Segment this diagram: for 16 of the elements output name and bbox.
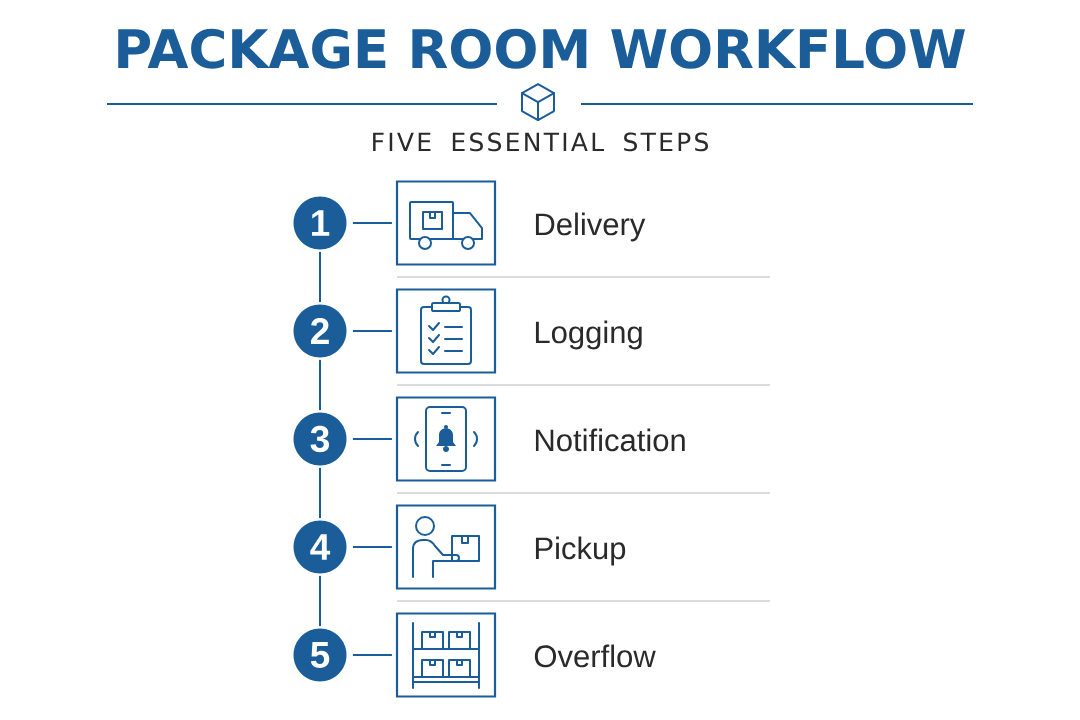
step-label: Notification bbox=[535, 428, 685, 452]
step-label: Delivery bbox=[535, 212, 646, 242]
connector-line bbox=[351, 438, 393, 440]
connector-line bbox=[351, 546, 393, 548]
connector-line bbox=[319, 466, 321, 520]
connector-line bbox=[351, 654, 393, 656]
connector-line bbox=[319, 358, 321, 412]
connector-line bbox=[351, 222, 393, 224]
connector-line bbox=[319, 574, 321, 628]
title: PACKAGE ROOM WORKFLOW bbox=[118, 28, 965, 69]
subtitle: FIVE ESSENTIAL STEPS bbox=[373, 132, 708, 152]
step-label: Logging bbox=[535, 320, 642, 350]
step-label: Pickup bbox=[535, 536, 626, 566]
connector-line bbox=[351, 330, 393, 332]
connector-line bbox=[319, 250, 321, 304]
step-label: Overflow bbox=[534, 644, 656, 668]
